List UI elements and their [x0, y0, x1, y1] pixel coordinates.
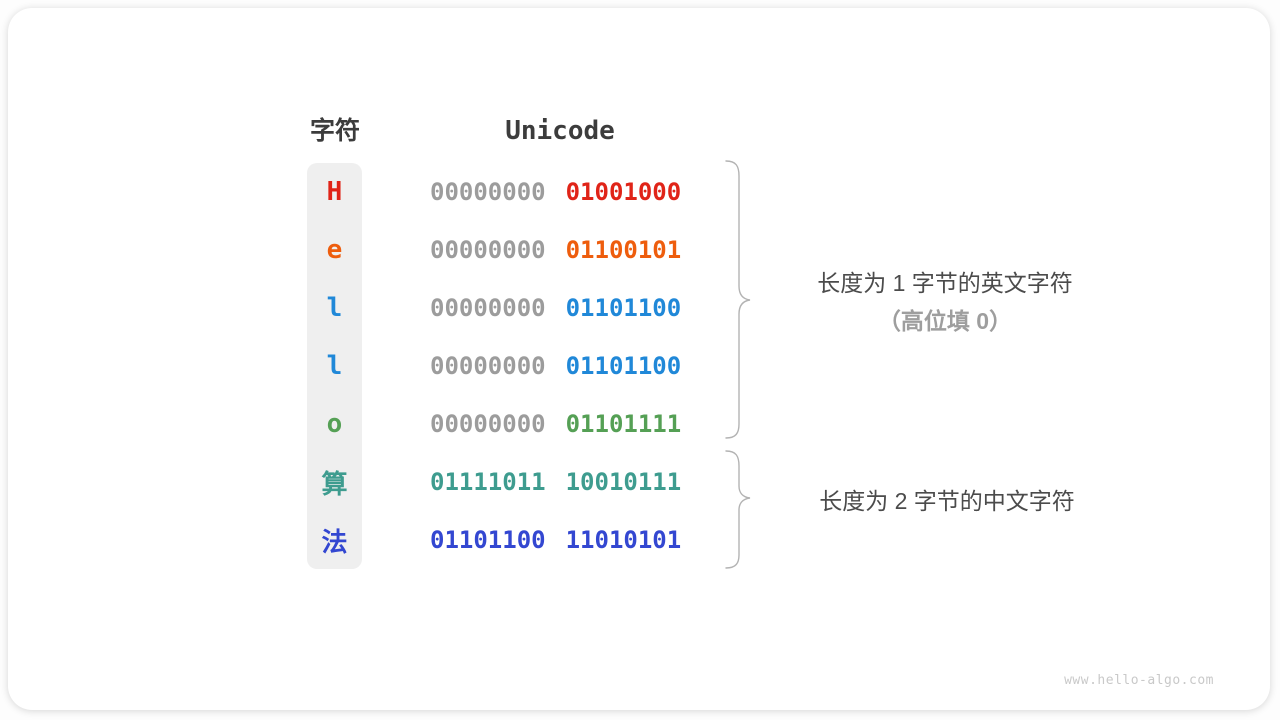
- low-byte: 11010101: [565, 526, 682, 554]
- character-column-background: [307, 163, 362, 569]
- column-header-unicode: Unicode: [505, 116, 615, 146]
- diagram-card: [8, 8, 1270, 710]
- high-byte: 00000000: [430, 236, 546, 264]
- low-byte: 01101111: [565, 410, 682, 438]
- table-row: e 00000000 01100101: [307, 221, 727, 279]
- low-byte: 01100101: [565, 236, 682, 264]
- table-row: o 00000000 01101111: [307, 395, 727, 453]
- low-byte: 01001000: [565, 178, 682, 206]
- low-byte: 01101100: [565, 294, 682, 322]
- table-row: H 00000000 01001000: [307, 163, 727, 221]
- unicode-binary: 00000000 01100101: [430, 236, 681, 264]
- table-row: l 00000000 01101100: [307, 337, 727, 395]
- unicode-binary: 00000000 01101111: [430, 410, 681, 438]
- table-row: 法 01101100 11010101: [307, 511, 727, 569]
- high-byte: 00000000: [430, 410, 546, 438]
- high-byte: 01101100: [430, 526, 546, 554]
- annotation-chinese-chars: 长度为 2 字节的中文字符: [758, 482, 1136, 520]
- unicode-binary: 01111011 10010111: [430, 468, 681, 496]
- character-cell: 算: [321, 469, 348, 500]
- brace-english-group: [725, 160, 751, 439]
- annotation-english-line1: 长度为 1 字节的英文字符: [817, 270, 1073, 296]
- unicode-binary: 01101100 11010101: [430, 526, 681, 554]
- watermark-url: www.hello-algo.com: [1064, 673, 1214, 688]
- table-row: 算 01111011 10010111: [307, 453, 727, 511]
- brace-chinese-group: [725, 450, 751, 569]
- annotation-english-line2: （高位填 0）: [877, 308, 1013, 334]
- unicode-binary: 00000000 01001000: [430, 178, 681, 206]
- unicode-binary: 00000000 01101100: [430, 294, 681, 322]
- high-byte: 00000000: [430, 352, 546, 380]
- unicode-binary: 00000000 01101100: [430, 352, 681, 380]
- unicode-table-rows: H 00000000 01001000 e 00000000 01100101 l 00000…: [307, 163, 727, 569]
- high-byte: 00000000: [430, 178, 546, 206]
- column-header-character: 字符: [309, 117, 360, 145]
- high-byte: 00000000: [430, 294, 546, 322]
- character-cell: l: [326, 351, 343, 381]
- character-cell: e: [326, 235, 343, 265]
- character-cell: l: [326, 293, 343, 323]
- character-cell: 法: [321, 527, 348, 558]
- character-cell: o: [326, 409, 343, 439]
- annotation-english-chars: 长度为 1 字节的英文字符 （高位填 0）: [758, 264, 1132, 340]
- high-byte: 01111011: [430, 468, 546, 496]
- character-cell: H: [326, 177, 343, 207]
- table-row: l 00000000 01101100: [307, 279, 727, 337]
- low-byte: 01101100: [565, 352, 682, 380]
- annotation-chinese-line1: 长度为 2 字节的中文字符: [819, 488, 1075, 514]
- low-byte: 10010111: [565, 468, 682, 496]
